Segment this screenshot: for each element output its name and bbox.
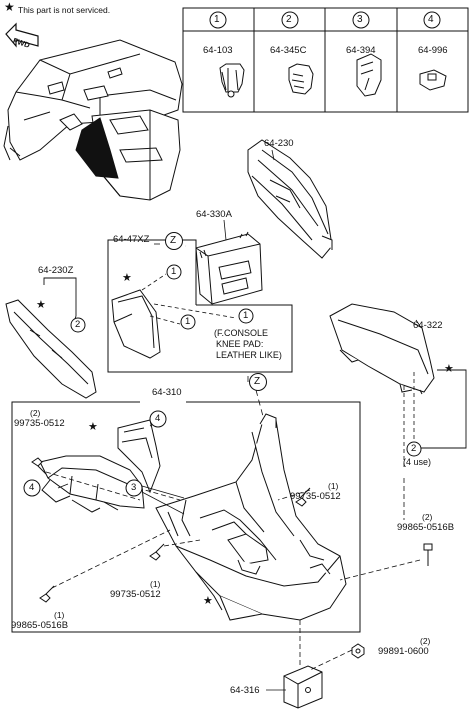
part-64-230-drawing — [247, 139, 333, 259]
screw-qty: (1) — [328, 481, 339, 491]
screw-part-99735-0512[interactable]: 99735-0512 — [110, 589, 161, 600]
not-serviced-star-icon: ★ — [36, 299, 46, 311]
part-label-64-310[interactable]: 64-310 — [152, 387, 182, 398]
part-64-322-bracket — [418, 369, 467, 449]
screw-qty: (2) — [422, 512, 433, 522]
nut-qty: (2) — [420, 636, 431, 646]
leader-lines — [45, 471, 421, 671]
clip-part-number[interactable]: 64-345C — [270, 45, 307, 56]
callout-2: 2 — [75, 319, 81, 330]
callout-3: 3 — [131, 482, 137, 493]
part-64-47XZ-box — [107, 239, 293, 373]
use-count-note: (4 use) — [403, 457, 432, 467]
knee-pad-note-line: (F.CONSOLE — [214, 328, 269, 338]
knee-pad-note-line: KNEE PAD: — [216, 339, 264, 349]
clip-number: 3 — [357, 14, 363, 25]
part-64-230Z-bracket — [43, 277, 77, 323]
nut-part-99891-0600[interactable]: 99891-0600 — [378, 646, 429, 657]
part-label-64-230[interactable]: 64-230 — [264, 138, 294, 149]
clip-number: 2 — [286, 14, 292, 25]
z-callout: Z — [254, 376, 261, 387]
clip-part-number[interactable]: 64-103 — [203, 45, 233, 56]
screw-qty: (1) — [54, 610, 65, 620]
part-label-64-330A[interactable]: 64-330A — [196, 209, 232, 220]
callout-1: 1 — [243, 310, 249, 321]
part-label-64-230Z[interactable]: 64-230Z — [38, 265, 74, 276]
part-64-316-drawing — [283, 665, 323, 709]
screws — [31, 457, 433, 659]
callout-4: 4 — [29, 482, 35, 493]
z-callouts — [165, 232, 267, 391]
legend-text: This part is not serviced. — [18, 5, 111, 15]
legend-star-icon: ★ — [4, 0, 15, 14]
clips-table — [182, 7, 469, 113]
fwd-arrow — [5, 22, 39, 48]
part-64-330A-drawing — [195, 231, 263, 305]
screw-part-99865-0516B[interactable]: 99865-0516B — [397, 522, 455, 533]
callout-2: 2 — [411, 443, 417, 454]
knee-pad-note-line: LEATHER LIKE) — [216, 350, 282, 360]
z-callout: Z — [170, 235, 177, 246]
screw-part-99865-0516B[interactable]: 99865-0516B — [11, 620, 69, 631]
part-64-322-drawing — [329, 303, 435, 395]
solid-leaders — [57, 149, 421, 691]
callout-1: 1 — [171, 266, 177, 277]
callout-circles — [23, 264, 422, 497]
console-bracket-drawing — [39, 419, 161, 513]
not-serviced-star-icon: ★ — [122, 272, 132, 284]
screw-qty: (2) — [30, 408, 41, 418]
part-64-322-leaders — [403, 372, 415, 470]
clip-part-number[interactable]: 64-394 — [346, 45, 376, 56]
part-label-64-316[interactable]: 64-316 — [230, 685, 260, 696]
dashboard-overview — [3, 39, 183, 201]
part-label-64-322[interactable]: 64-322 — [413, 320, 443, 331]
callout-4: 4 — [155, 413, 161, 424]
clip-number: 1 — [214, 14, 220, 25]
not-serviced-star-icon: ★ — [203, 595, 213, 607]
screw-part-99735-0512[interactable]: 99735-0512 — [14, 418, 65, 429]
callout-1: 1 — [185, 316, 191, 327]
clip-part-number[interactable]: 64-996 — [418, 45, 448, 56]
knee-pad-drawing — [111, 289, 161, 359]
clip-number: 4 — [428, 14, 434, 25]
part-label-64-47XZ[interactable]: 64-47XZ — [113, 234, 150, 245]
clip-icons — [219, 53, 447, 98]
part-64-230Z-drawing — [5, 299, 97, 399]
screw-part-99735-0512[interactable]: 99735-0512 — [290, 491, 341, 502]
knee-pad-leaders — [141, 273, 237, 325]
clip-number-circles — [209, 11, 441, 29]
not-serviced-star-icon: ★ — [88, 421, 98, 433]
screw-qty: (1) — [150, 579, 161, 589]
part-64-310-box — [11, 401, 361, 633]
main-console-drawing — [155, 413, 347, 621]
not-serviced-star-icon: ★ — [444, 363, 454, 375]
